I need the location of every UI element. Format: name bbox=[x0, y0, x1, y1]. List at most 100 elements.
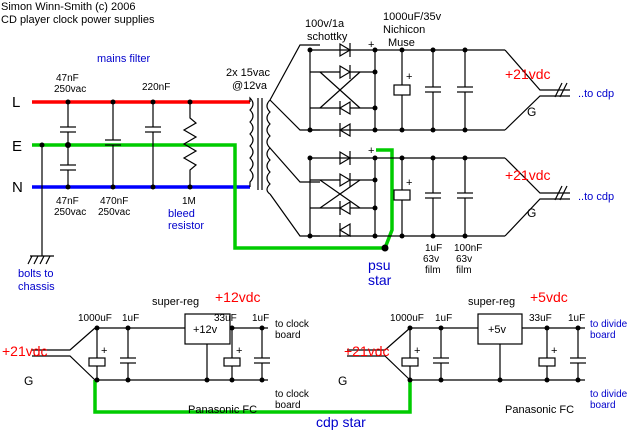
to-cdp-lower: ..to cdp bbox=[578, 191, 614, 203]
cap-label-1: 1000uF/35v bbox=[383, 11, 442, 23]
diode-label-2: schottky bbox=[307, 31, 348, 43]
diode-icon bbox=[339, 42, 352, 58]
svg-text:+: + bbox=[236, 345, 242, 357]
x-cap-220nF-label: 220nF bbox=[142, 82, 170, 93]
film-b-2: 63v bbox=[456, 254, 472, 265]
right-cin: 1000uF bbox=[390, 313, 424, 324]
diode-icon bbox=[339, 150, 352, 166]
line-E-label: E bbox=[12, 138, 22, 155]
left-chip-label: +12v bbox=[193, 324, 218, 336]
left-cout2: 1uF bbox=[252, 313, 269, 324]
left-fc: Panasonic FC bbox=[188, 404, 257, 416]
svg-text:+: + bbox=[414, 345, 420, 357]
right-to-top-2: board bbox=[590, 330, 616, 341]
right-to-bot-1: to divide bbox=[590, 389, 628, 400]
diode-icon bbox=[339, 172, 352, 188]
left-to-top-2: board bbox=[275, 330, 301, 341]
right-chip-label: +5v bbox=[488, 324, 507, 336]
upper-smoothing-cap-bank: + bbox=[393, 50, 473, 130]
transformer-label-2: @12va bbox=[232, 80, 268, 92]
right-cout2: 1uF bbox=[568, 313, 585, 324]
right-cout: 33uF bbox=[529, 313, 552, 324]
y-cap-bottom-rating: 250vac bbox=[54, 207, 86, 218]
right-to-bot-2: board bbox=[590, 400, 616, 411]
cdp-star-link bbox=[93, 380, 412, 414]
svg-text:+: + bbox=[406, 177, 412, 189]
cap-label-3: Muse bbox=[388, 37, 415, 49]
title-line-2: CD player clock power supplies bbox=[1, 14, 155, 26]
bleed-value: 1M bbox=[182, 196, 196, 207]
film-a-2: 63v bbox=[423, 254, 439, 265]
earth-rail bbox=[32, 143, 394, 250]
svg-text:+: + bbox=[551, 345, 557, 357]
y-capacitor-top bbox=[60, 102, 76, 145]
left-chip: super-reg bbox=[152, 296, 199, 308]
plus-lower-bridge: + bbox=[368, 145, 374, 157]
x-cap-470nF-rating: 250vac bbox=[98, 207, 130, 218]
film-b-3: film bbox=[456, 265, 472, 276]
left-cout: 33uF bbox=[214, 313, 237, 324]
lower-bridge-rectifier bbox=[309, 150, 376, 238]
ground-upper: G bbox=[527, 105, 536, 119]
cap-label-2: Nichicon bbox=[383, 24, 425, 36]
right-chip: super-reg bbox=[468, 296, 515, 308]
bleed-label-2: resistor bbox=[168, 220, 204, 232]
left-to-top-1: to clock bbox=[275, 319, 310, 330]
svg-text:+: + bbox=[101, 345, 107, 357]
film-b-1: 100nF bbox=[454, 243, 482, 254]
diode-icon bbox=[339, 64, 352, 80]
diode-icon bbox=[338, 200, 351, 216]
cdp-star-label: cdp star bbox=[316, 414, 366, 430]
output-voltage-upper: +21vdc bbox=[505, 66, 551, 82]
psu-star-label-1: psu bbox=[368, 257, 391, 273]
right-to-top-1: to divide bbox=[590, 319, 628, 330]
y-cap-top-value: 47nF bbox=[56, 73, 79, 84]
bleed-resistor bbox=[182, 102, 198, 187]
right-ground: G bbox=[338, 374, 347, 388]
line-L-label: L bbox=[12, 94, 20, 111]
film-a-3: film bbox=[425, 265, 441, 276]
mains-filter-label: mains filter bbox=[97, 53, 151, 65]
x-capacitor-470nF bbox=[105, 102, 121, 187]
y-cap-top-rating: 250vac bbox=[54, 84, 86, 95]
lower-smoothing-cap-bank: + bbox=[393, 158, 473, 236]
left-cin2: 1uF bbox=[122, 313, 139, 324]
right-out-voltage: +5vdc bbox=[530, 289, 568, 305]
chassis-label-1: bolts to bbox=[18, 268, 53, 280]
right-fc: Panasonic FC bbox=[505, 404, 574, 416]
bleed-label-1: bleed bbox=[168, 208, 195, 220]
diode-icon bbox=[338, 100, 351, 116]
left-ground: G bbox=[24, 374, 33, 388]
svg-text:+: + bbox=[406, 71, 412, 83]
chassis-ground-icon bbox=[27, 250, 54, 265]
chassis-label-2: chassis bbox=[18, 281, 55, 293]
left-to-bot-1: to clock bbox=[275, 389, 310, 400]
film-a-1: 1uF bbox=[425, 243, 442, 254]
to-cdp-upper: ..to cdp bbox=[578, 88, 614, 100]
diode-icon bbox=[338, 122, 351, 138]
ground-lower: G bbox=[527, 206, 536, 220]
x-capacitor-220nF bbox=[145, 102, 161, 187]
output-voltage-lower: +21vdc bbox=[505, 167, 551, 183]
right-regulator: + + bbox=[347, 313, 586, 381]
line-N-label: N bbox=[12, 179, 23, 196]
left-regulator: + + bbox=[32, 313, 270, 381]
x-cap-470nF-value: 470nF bbox=[100, 196, 128, 207]
psu-star-node bbox=[381, 244, 389, 252]
diode-icon bbox=[338, 222, 351, 238]
left-to-bot-2: board bbox=[275, 400, 301, 411]
right-in-voltage: +21vdc bbox=[344, 343, 390, 359]
transformer-icon bbox=[249, 96, 271, 195]
transformer-label-1: 2x 15vac bbox=[226, 67, 271, 79]
left-cin: 1000uF bbox=[78, 313, 112, 324]
diode-label-1: 100v/1a bbox=[305, 18, 345, 30]
psu-star-label-2: star bbox=[368, 272, 392, 288]
plus-upper-bridge: + bbox=[368, 39, 374, 51]
left-out-voltage: +12vdc bbox=[215, 289, 261, 305]
title-line-1: Simon Winn-Smith (c) 2006 bbox=[1, 1, 136, 13]
y-cap-bottom-value: 47nF bbox=[56, 196, 79, 207]
right-cin2: 1uF bbox=[435, 313, 452, 324]
upper-bridge-rectifier bbox=[309, 42, 376, 138]
